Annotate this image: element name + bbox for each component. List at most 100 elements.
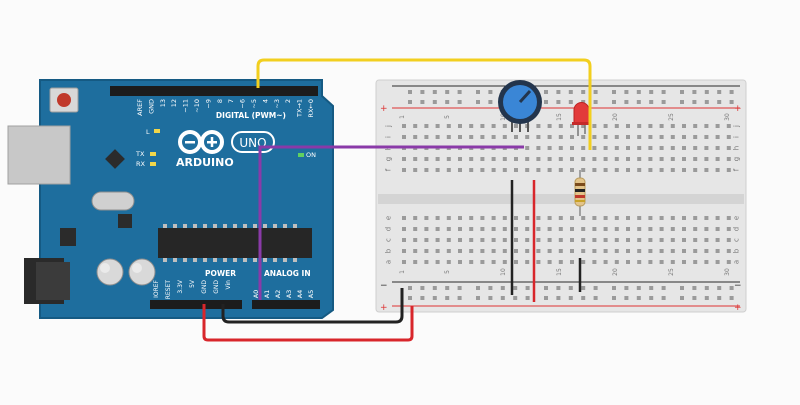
breadboard-hole[interactable] <box>446 249 451 253</box>
breadboard-hole[interactable] <box>581 146 586 150</box>
breadboard-hole[interactable] <box>558 249 563 253</box>
rail-hole[interactable] <box>513 296 518 300</box>
breadboard-hole[interactable] <box>536 260 541 264</box>
rail-hole[interactable] <box>581 100 586 104</box>
rail-hole[interactable] <box>488 286 493 290</box>
rail-hole[interactable] <box>593 100 598 104</box>
breadboard-hole[interactable] <box>536 157 541 161</box>
breadboard-hole[interactable] <box>726 135 731 139</box>
breadboard-hole[interactable] <box>514 168 518 172</box>
breadboard-hole[interactable] <box>693 227 698 231</box>
rail-hole[interactable] <box>636 100 641 104</box>
rail-hole[interactable] <box>432 90 437 94</box>
rail-hole[interactable] <box>593 90 598 94</box>
breadboard-hole[interactable] <box>648 260 653 264</box>
breadboard-hole[interactable] <box>570 249 574 253</box>
breadboard-hole[interactable] <box>693 216 698 220</box>
breadboard-hole[interactable] <box>626 238 630 242</box>
breadboard-hole[interactable] <box>558 168 563 172</box>
potentiometer[interactable] <box>498 80 542 132</box>
rail-hole[interactable] <box>476 90 480 94</box>
rail-hole[interactable] <box>624 296 629 300</box>
breadboard-hole[interactable] <box>502 124 507 128</box>
breadboard-hole[interactable] <box>581 135 586 139</box>
breadboard-hole[interactable] <box>547 146 552 150</box>
breadboard-hole[interactable] <box>480 227 485 231</box>
breadboard-hole[interactable] <box>626 227 630 231</box>
rail-hole[interactable] <box>432 296 437 300</box>
breadboard-hole[interactable] <box>637 146 642 150</box>
rail-hole[interactable] <box>729 286 734 290</box>
breadboard-hole[interactable] <box>536 124 541 128</box>
breadboard-hole[interactable] <box>458 135 462 139</box>
breadboard-hole[interactable] <box>614 135 619 139</box>
breadboard-hole[interactable] <box>715 135 720 139</box>
breadboard-hole[interactable] <box>637 135 642 139</box>
breadboard-hole[interactable] <box>670 157 675 161</box>
rail-hole[interactable] <box>649 286 654 290</box>
breadboard-hole[interactable] <box>693 168 698 172</box>
breadboard-hole[interactable] <box>525 135 530 139</box>
rail-hole[interactable] <box>568 296 573 300</box>
breadboard-hole[interactable] <box>670 227 675 231</box>
breadboard-hole[interactable] <box>446 227 451 231</box>
breadboard-hole[interactable] <box>704 216 709 220</box>
breadboard-hole[interactable] <box>614 238 619 242</box>
breadboard-hole[interactable] <box>626 168 630 172</box>
red-wire-5v[interactable] <box>202 304 414 342</box>
rail-hole[interactable] <box>568 286 573 290</box>
breadboard-hole[interactable] <box>502 238 507 242</box>
breadboard-hole[interactable] <box>670 216 675 220</box>
rail-hole[interactable] <box>680 286 684 290</box>
breadboard-hole[interactable] <box>726 249 731 253</box>
breadboard-hole[interactable] <box>424 249 429 253</box>
rail-hole[interactable] <box>661 100 666 104</box>
breadboard-hole[interactable] <box>648 124 653 128</box>
rail-hole[interactable] <box>420 100 425 104</box>
rail-hole[interactable] <box>729 100 734 104</box>
breadboard-hole[interactable] <box>581 227 586 231</box>
breadboard-hole[interactable] <box>726 168 731 172</box>
breadboard-hole[interactable] <box>547 260 552 264</box>
rail-hole[interactable] <box>445 296 450 300</box>
breadboard-hole[interactable] <box>570 157 574 161</box>
rail-hole[interactable] <box>408 90 412 94</box>
breadboard-hole[interactable] <box>693 135 698 139</box>
rail-hole[interactable] <box>488 90 493 94</box>
breadboard-hole[interactable] <box>626 249 630 253</box>
breadboard-hole[interactable] <box>502 249 507 253</box>
breadboard-hole[interactable] <box>469 260 474 264</box>
breadboard-hole[interactable] <box>726 157 731 161</box>
breadboard-hole[interactable] <box>491 238 496 242</box>
rail-hole[interactable] <box>593 296 598 300</box>
breadboard-hole[interactable] <box>614 227 619 231</box>
breadboard-hole[interactable] <box>446 238 451 242</box>
breadboard-hole[interactable] <box>413 216 418 220</box>
breadboard-hole[interactable] <box>480 124 485 128</box>
rail-hole[interactable] <box>612 90 616 94</box>
breadboard-hole[interactable] <box>547 124 552 128</box>
breadboard-hole[interactable] <box>458 260 462 264</box>
breadboard-hole[interactable] <box>558 135 563 139</box>
breadboard-hole[interactable] <box>536 249 541 253</box>
rail-hole[interactable] <box>661 296 666 300</box>
rail-hole[interactable] <box>661 286 666 290</box>
breadboard-hole[interactable] <box>581 238 586 242</box>
rail-hole[interactable] <box>432 100 437 104</box>
rail-hole[interactable] <box>500 286 505 290</box>
rail-hole[interactable] <box>729 296 734 300</box>
breadboard-hole[interactable] <box>704 249 709 253</box>
breadboard-hole[interactable] <box>715 157 720 161</box>
breadboard-hole[interactable] <box>491 135 496 139</box>
breadboard-hole[interactable] <box>614 216 619 220</box>
rail-hole[interactable] <box>568 90 573 94</box>
breadboard-hole[interactable] <box>547 168 552 172</box>
rail-hole[interactable] <box>568 100 573 104</box>
breadboard-hole[interactable] <box>648 238 653 242</box>
breadboard-hole[interactable] <box>514 124 518 128</box>
breadboard-hole[interactable] <box>704 227 709 231</box>
breadboard-hole[interactable] <box>413 157 418 161</box>
breadboard-hole[interactable] <box>603 249 608 253</box>
breadboard-hole[interactable] <box>682 124 686 128</box>
rail-hole[interactable] <box>420 90 425 94</box>
